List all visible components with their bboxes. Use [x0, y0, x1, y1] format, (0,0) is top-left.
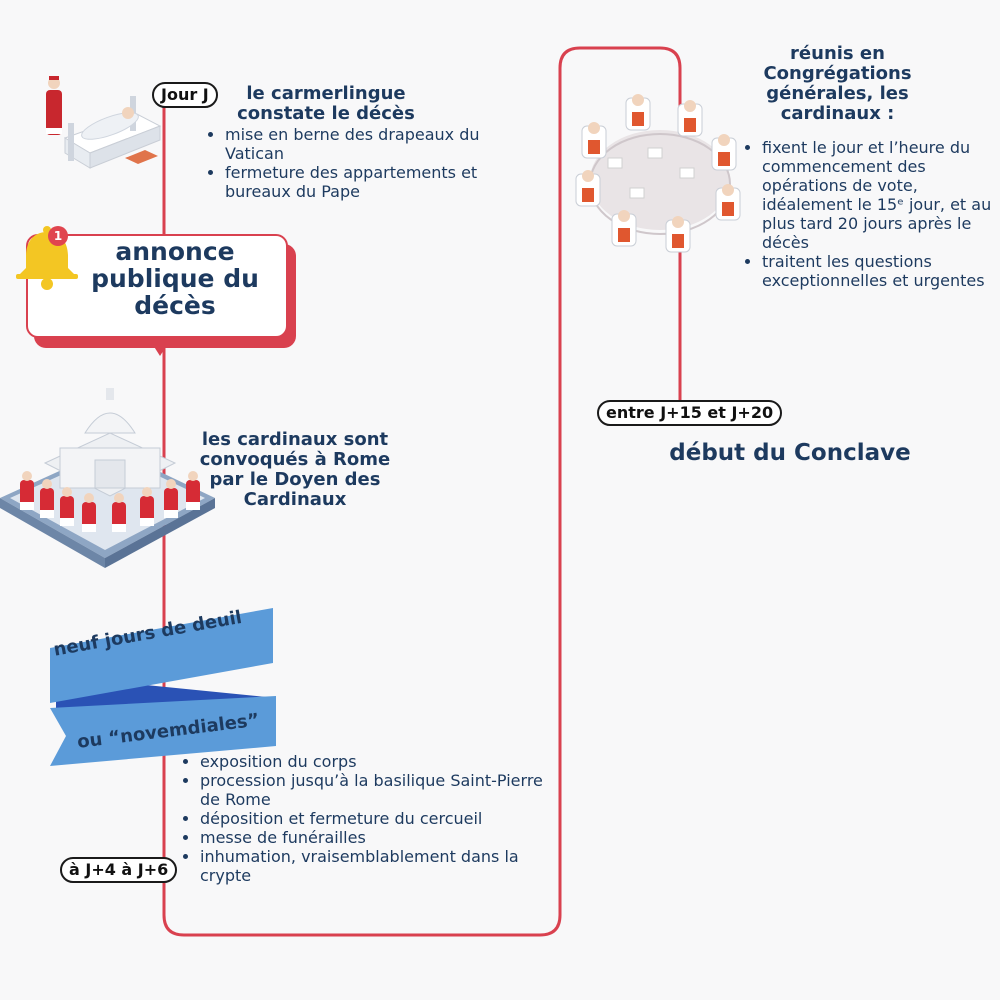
congregations-title: réunis en Congrégations générales, les c… [763, 43, 912, 124]
list-item: inhumation, vraisemblablement dans la cr… [200, 847, 560, 885]
step1-bullet-list: mise en berne des drapeaux du Vatican fe… [205, 125, 525, 201]
conclave-title: début du Conclave [669, 440, 911, 466]
announcement-callout [26, 234, 288, 338]
list-item: procession jusqu’à la basilique Saint-Pi… [200, 771, 560, 809]
congregations-bullet-list: fixent le jour et l’heure du commencemen… [742, 138, 1000, 290]
list-item: messe de funérailles [200, 828, 560, 847]
list-item: déposition et fermeture du cercueil [200, 809, 560, 828]
mourning-period-pill: à J+4 à J+6 [60, 857, 178, 883]
conclave-date-pill: entre J+15 et J+20 [597, 400, 783, 426]
day-j-pill: Jour J [152, 82, 218, 108]
camerlengo-bedside-illustration [46, 76, 162, 169]
list-item: fermeture des appartements et bureaux du… [225, 163, 525, 201]
list-item: fixent le jour et l’heure du commencemen… [762, 138, 1000, 252]
mourning-bullet-list: exposition du corps procession jusqu’à l… [180, 752, 560, 885]
st-peters-basilica-cardinals-illustration [0, 388, 215, 568]
notification-badge: 1 [48, 226, 68, 246]
bell-icon [16, 226, 78, 290]
step1-title: le carmerlingue constate le décès [237, 83, 415, 124]
mourning-ribbon-banner [50, 608, 276, 766]
announcement-text: annonce publique du décès [91, 237, 259, 320]
list-item: traitent les questions exceptionnelles e… [762, 252, 1000, 290]
list-item: mise en berne des drapeaux du Vatican [225, 125, 525, 163]
step2-title: les cardinaux sont convoqués à Rome par … [199, 429, 391, 510]
cardinals-round-table-illustration [575, 94, 741, 253]
list-item: exposition du corps [200, 752, 560, 771]
